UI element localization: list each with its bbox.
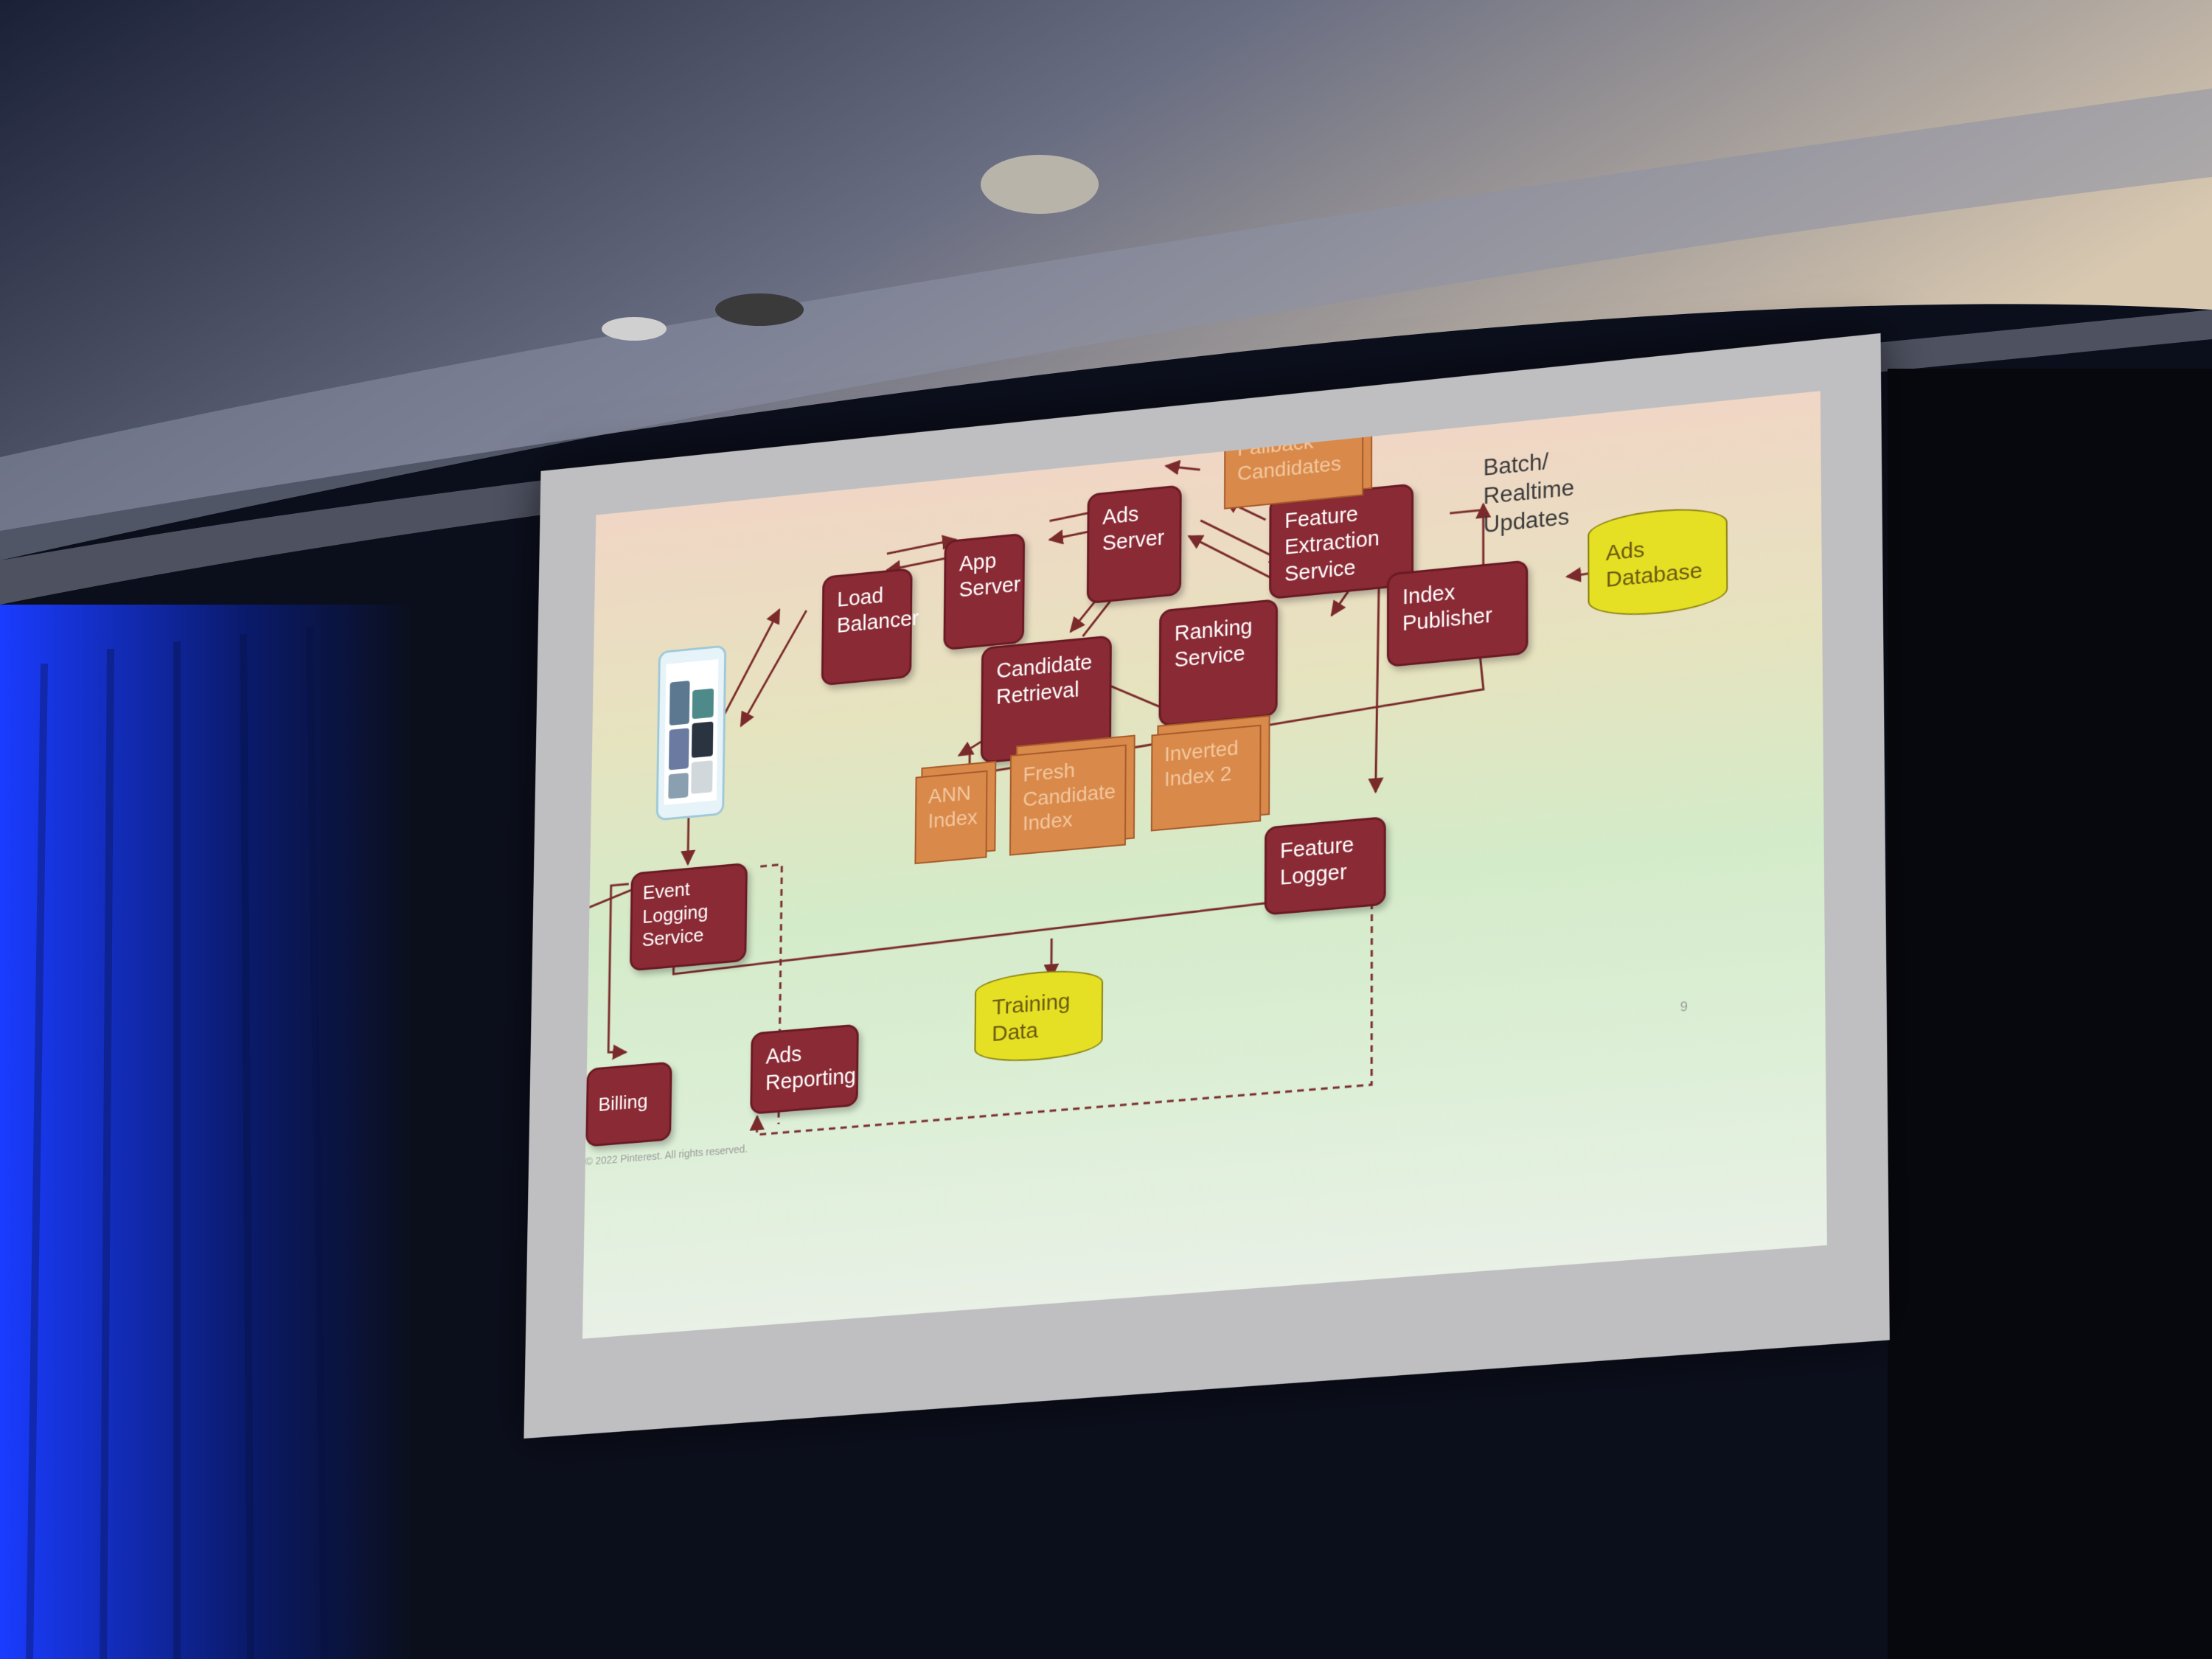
load-balancer-label: Load Balancer [836, 584, 919, 639]
training-data: Training Data [974, 966, 1104, 1066]
fallback-candidates-store: Fallback Candidates [1223, 415, 1364, 509]
ranking-service-label: Ranking Service [1174, 615, 1253, 672]
billing-box: Billing [585, 1061, 672, 1147]
dark-curtain [1888, 369, 2212, 1659]
billing-label: Billing [598, 1089, 648, 1116]
ranking-service-box: Ranking Service [1158, 598, 1279, 727]
index-publisher-label: Index Publisher [1402, 580, 1492, 636]
fresh-candidate-index-store: Fresh Candidate Index [1009, 744, 1127, 856]
ads-database: Ads Database [1587, 503, 1728, 621]
fresh-candidate-index-label: Fresh Candidate Index [1022, 758, 1116, 835]
inverted-index-store: Inverted Index 2 [1150, 724, 1262, 832]
ads-server-box: Ads Server [1086, 484, 1182, 605]
ads-server-label: Ads Server [1102, 502, 1165, 556]
ann-index-label: ANN Index [928, 781, 978, 832]
training-data-label: Training Data [992, 989, 1071, 1047]
slide: Load Balancer App Server Ads Server Feat… [582, 391, 1827, 1338]
candidate-retrieval-label: Candidate Retrieval [995, 650, 1093, 710]
ceiling-light [602, 317, 667, 341]
mobile-phone-illustration [655, 644, 727, 821]
load-balancer-box: Load Balancer [821, 567, 919, 686]
app-server-label: App Server [959, 549, 1021, 602]
inverted-index-label: Inverted Index 2 [1164, 736, 1239, 790]
candidate-retrieval-box: Candidate Retrieval [980, 635, 1112, 764]
ann-index-store: ANN Index [914, 770, 988, 865]
ads-reporting-label: Ads Reporting [765, 1042, 857, 1096]
event-logging-service-label: Event Logging Service [641, 877, 709, 951]
fallback-candidates-label: Fallback Candidates [1237, 430, 1341, 485]
feature-logger-label: Feature Logger [1279, 832, 1354, 891]
projector-screen: Load Balancer App Server Ads Server Feat… [524, 333, 1889, 1439]
feature-logger-box: Feature Logger [1264, 815, 1386, 916]
phone-screen [664, 658, 719, 805]
index-publisher-box: Index Publisher [1386, 560, 1528, 668]
page-number: 9 [1680, 998, 1688, 1015]
blue-curtain [0, 605, 413, 1659]
ads-reporting-box: Ads Reporting [750, 1023, 859, 1115]
app-server-box: App Server [943, 532, 1026, 651]
feature-extraction-service-label: Feature Extraction Service [1284, 502, 1380, 586]
batch-realtime-updates-note: Batch/ Realtime Updates [1484, 445, 1575, 540]
batch-realtime-updates-label: Batch/ Realtime Updates [1483, 448, 1575, 538]
ads-database-label: Ads Database [1605, 537, 1703, 593]
event-logging-service-box: Event Logging Service [629, 862, 748, 972]
